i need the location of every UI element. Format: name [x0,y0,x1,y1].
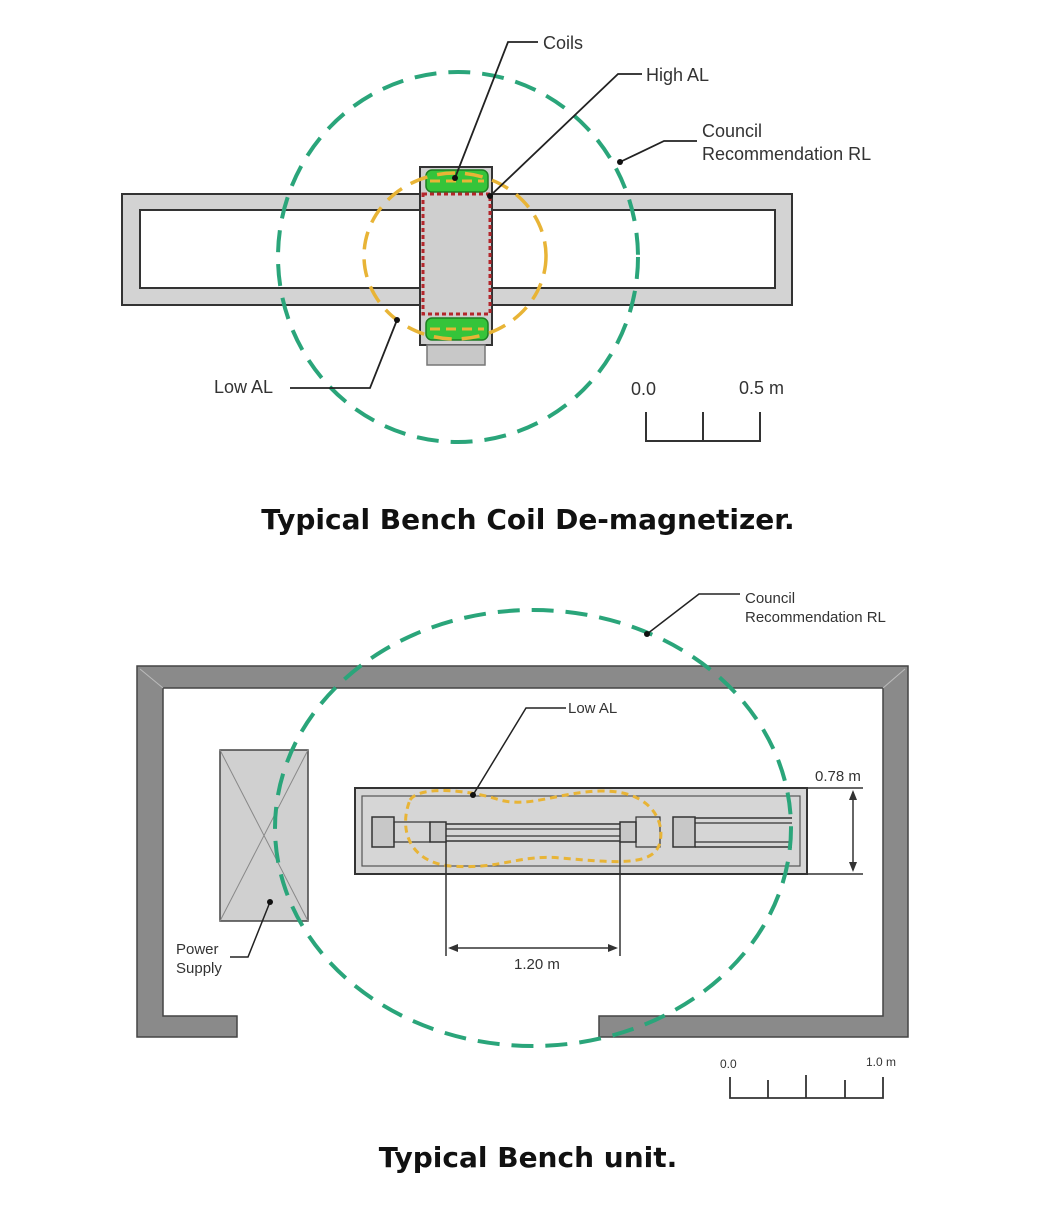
scale-2-start: 0.0 [720,1057,737,1071]
leader-low-al-dot [394,317,400,323]
leader-council-2-dot [644,631,650,637]
dimension-height-label: 0.78 m [815,768,861,785]
figure-2-caption: Typical Bench unit. [378,1141,678,1174]
leader-power-supply [230,901,271,958]
figure-1-bench-coil-demagnetizer: Coils High AL Council Recommendation RL … [121,33,871,444]
label-council-line1: Council [702,121,762,141]
wall-corner-tr [882,668,906,689]
leader-council-rl [619,140,697,163]
council-rl-boundary [276,70,640,444]
figure-2-bench-unit: 0.78 m 1.20 m Council Recommendation RL … [136,590,909,1099]
leader-council-rl-2 [646,593,740,635]
scale-1-end: 0.5 m [739,378,784,398]
dimension-height: 0.78 m [807,768,863,875]
dimension-length-label: 1.20 m [514,956,560,973]
label-council-2-line2: Recommendation RL [745,609,886,626]
scale-bar-1: 0.0 0.5 m [631,378,784,442]
label-power-line2: Supply [176,960,222,977]
scale-2-end: 1.0 m [866,1055,896,1069]
leader-high-al [489,73,642,197]
low-al-boundary-2 [404,789,663,869]
council-rl-boundary-2 [273,608,793,1048]
scale-1-start: 0.0 [631,379,656,399]
leader-coils [454,41,538,179]
leader-coils-dot [452,175,458,181]
label-power-line1: Power [176,941,219,958]
label-council-line2: Recommendation RL [702,144,871,164]
leader-low-al-2-dot [470,792,476,798]
leader-low-al-2 [472,707,566,796]
label-low-al-2: Low AL [568,700,617,717]
coil-bottom [425,317,489,341]
scale-bar-2: 0.0 1.0 m [720,1055,896,1099]
label-council-2-line1: Council [745,590,795,607]
bench [354,787,808,875]
label-coils: Coils [543,33,583,53]
label-low-al: Low AL [214,377,273,397]
leader-council-dot [617,159,623,165]
rail-frame [121,193,793,306]
leader-low-al [290,319,398,389]
leader-high-al-dot [487,193,493,199]
figure-1-caption: Typical Bench Coil De-magnetizer. [261,503,795,536]
wall-corner-tl [139,668,164,689]
power-supply-unit [219,749,309,922]
coil-housing-base [426,344,486,366]
label-high-al: High AL [646,65,709,85]
dimension-length: 1.20 m [445,842,621,973]
high-al-boundary [421,192,492,316]
leader-power-dot [267,899,273,905]
low-al-boundary [362,171,548,341]
